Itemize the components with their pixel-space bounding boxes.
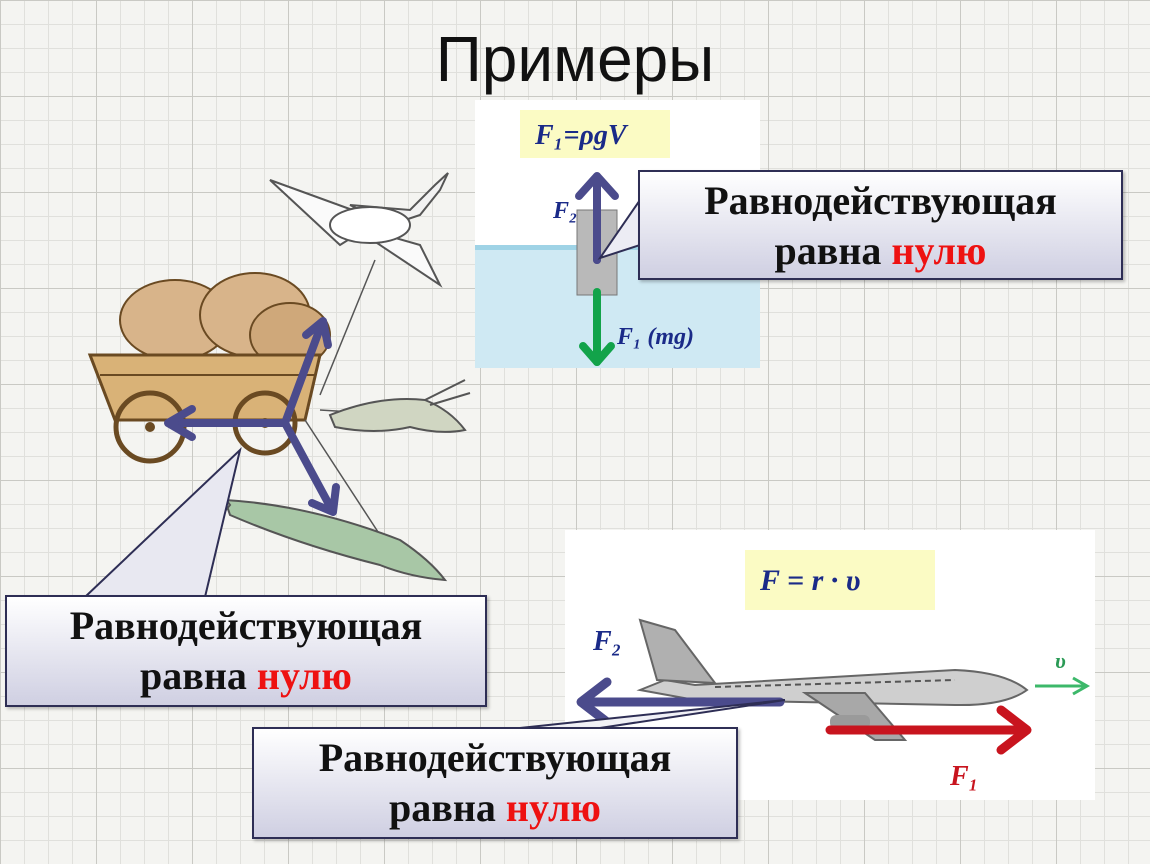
resultant-force-arrows bbox=[164, 317, 340, 516]
formula-box bbox=[520, 110, 670, 158]
airplane-illustration: F = r · υ υ F₂ F₁ bbox=[565, 530, 1095, 800]
callout-top-line1: Равнодействующая bbox=[704, 178, 1057, 223]
callout-left-line1: Равнодействующая bbox=[69, 603, 423, 648]
callout-bottom: Равнодействующая равна нулю bbox=[252, 727, 738, 839]
archimedes-formula: F₁=ρgV bbox=[534, 120, 629, 151]
swan bbox=[269, 172, 449, 288]
thrust-label: F₁ bbox=[949, 761, 978, 792]
force-up-label: F₂ bbox=[552, 198, 577, 224]
force-down-label: F₁ (mg) bbox=[616, 324, 694, 350]
callout-top-line2: равна нулю bbox=[774, 228, 987, 273]
callout-bottom-line2: равна нулю bbox=[389, 785, 601, 830]
drag-label: F₂ bbox=[592, 626, 621, 657]
slide-title: Примеры bbox=[435, 23, 715, 95]
callout-left-line2: равна нулю bbox=[140, 653, 352, 698]
velocity-label: υ bbox=[1055, 648, 1066, 673]
crayfish bbox=[328, 379, 471, 433]
callout-left: Равнодействующая равна нулю bbox=[5, 595, 487, 707]
drag-formula: F = r · υ bbox=[759, 564, 860, 597]
formula-box bbox=[745, 550, 935, 610]
swan-crayfish-pike-illustration bbox=[80, 165, 480, 595]
callout-bottom-line1: Равнодействующая bbox=[318, 735, 672, 780]
callout-top: Равнодействующая равна нулю bbox=[638, 170, 1123, 280]
airplane bbox=[636, 618, 1029, 741]
